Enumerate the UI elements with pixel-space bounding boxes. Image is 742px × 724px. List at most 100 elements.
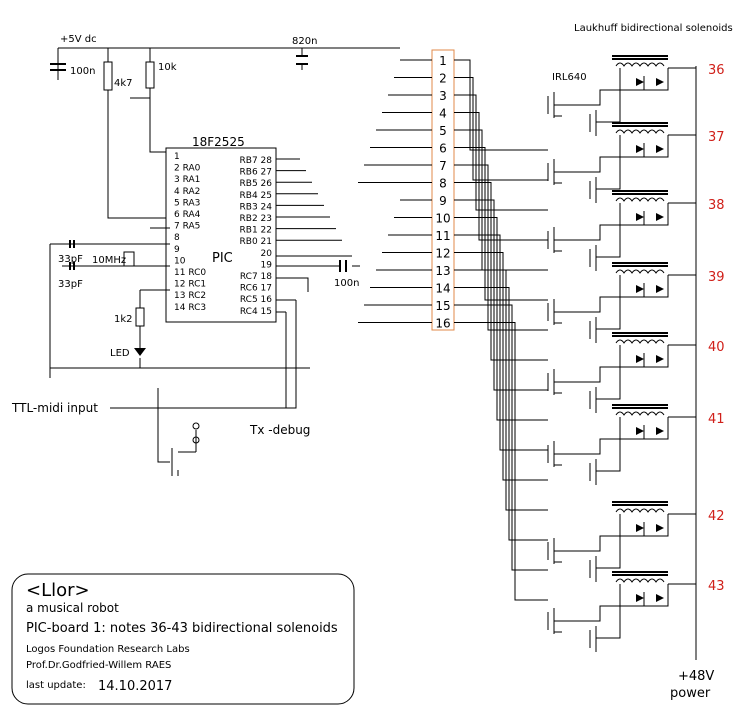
flyback-diodes xyxy=(636,355,664,363)
pic-part-number: 18F2525 xyxy=(192,135,245,149)
note-label: 36 xyxy=(708,63,725,78)
title-subtitle: a musical robot xyxy=(26,601,119,615)
flyback-diodes xyxy=(636,78,664,86)
mosfet-a xyxy=(547,156,620,185)
solenoid-channel: 38 xyxy=(547,190,725,271)
solenoid-coil xyxy=(615,411,665,416)
connector-output-wire xyxy=(454,287,548,541)
rc7-capacitor xyxy=(339,260,347,272)
power-voltage: +48V xyxy=(678,669,714,684)
pic-right-pin: RB7 28 xyxy=(240,156,273,166)
solenoid-core xyxy=(612,55,668,60)
flyback-diodes xyxy=(636,427,664,435)
solenoid-channel: 42 xyxy=(547,501,725,582)
connector-output-wire xyxy=(454,269,548,511)
flyback-diodes xyxy=(636,213,664,221)
connector-pin: 13 xyxy=(435,264,450,278)
resistor-10k-value: 10k xyxy=(158,62,177,73)
pic-left-pin: 5 RA3 xyxy=(174,198,200,208)
pic-left-pin: 2 RA0 xyxy=(174,164,201,174)
rc7-capacitor-wire xyxy=(276,255,360,267)
connector-pin: 14 xyxy=(435,282,450,296)
solenoid-wiring xyxy=(619,135,669,158)
connector-output-wire xyxy=(454,199,548,391)
mosfet-b xyxy=(589,157,621,203)
pic-right-pin: RC4 15 xyxy=(240,307,272,317)
mosfet-a xyxy=(547,366,620,395)
resistor-1k2-value: 1k2 xyxy=(114,314,133,325)
solenoid-channel: 43 xyxy=(547,571,725,652)
connector-output-wire xyxy=(454,217,548,421)
debug-wire xyxy=(276,311,287,408)
solenoid-coil xyxy=(615,62,665,67)
resistor-4k7 xyxy=(103,61,113,91)
mosfet-a xyxy=(547,438,620,467)
supply-capacitor-value: 100n xyxy=(70,66,95,77)
crystal xyxy=(123,251,135,267)
mosfet-a xyxy=(547,224,620,253)
pic-chip xyxy=(165,147,277,323)
pic-left-pin: 8 xyxy=(174,233,180,243)
note-label: 37 xyxy=(708,130,725,145)
mosfet-b xyxy=(589,536,621,582)
pic-right-pin: RB2 23 xyxy=(240,214,272,224)
solenoid-core xyxy=(612,571,668,576)
solenoid-header: Laukhuff bidirectional solenoids xyxy=(574,23,733,34)
connector-pin: 1 xyxy=(439,54,447,68)
resistor-4k7-value: 4k7 xyxy=(114,78,133,89)
solenoid-core xyxy=(612,122,668,127)
title-board: PIC-board 1: notes 36-43 bidirectional s… xyxy=(26,621,338,636)
connector-output-wire xyxy=(454,147,548,301)
top-capacitor-value: 820n xyxy=(292,36,317,47)
solenoid-wiring xyxy=(619,514,669,537)
pic-left-pin: 9 xyxy=(174,245,180,255)
title-org: Logos Foundation Research Labs xyxy=(26,644,190,655)
solenoid-channel: 37 xyxy=(547,122,725,203)
mosfet-a xyxy=(547,89,620,118)
pic-name: PIC xyxy=(212,251,233,266)
title-update-date: 14.10.2017 xyxy=(98,679,172,694)
pic-right-pin: RB0 21 xyxy=(240,237,272,247)
connector-output-wire xyxy=(454,77,548,181)
solenoid-wiring xyxy=(619,203,669,226)
pic-right-pin: RB4 25 xyxy=(240,191,272,201)
pic-left-pin: 7 RA5 xyxy=(174,222,200,232)
midi-transistor xyxy=(157,388,197,476)
connector-pin: 7 xyxy=(439,159,447,173)
midi-jumper-b xyxy=(192,436,200,444)
connector-output-wire xyxy=(454,252,548,481)
solenoid-coil xyxy=(615,269,665,274)
crystal-wires xyxy=(49,227,170,378)
pic-right-pin: RC5 16 xyxy=(240,295,272,305)
mosfet-b xyxy=(589,297,621,343)
pic-right-pin: 19 xyxy=(261,260,273,270)
pic-right-pin: RB1 22 xyxy=(240,226,272,236)
pic-right-pin: RC6 17 xyxy=(240,284,272,294)
connector-pin: 11 xyxy=(435,229,450,243)
note-label: 38 xyxy=(708,198,725,213)
top-capacitor xyxy=(296,48,308,70)
solenoid-coil xyxy=(615,197,665,202)
connector-output-wire xyxy=(454,234,548,451)
connector-16-pin xyxy=(431,49,455,331)
crystal-capacitors xyxy=(69,240,75,270)
solenoid-wiring xyxy=(619,417,669,440)
pic-left-pin: 11 RC0 xyxy=(174,268,206,278)
connector-output-wire xyxy=(454,94,548,211)
cap-a-value: 33pF xyxy=(58,254,83,265)
title-update-label: last update: xyxy=(26,680,86,691)
midi-input-label: TTL-midi input xyxy=(11,401,98,415)
pic-left-pin: 10 xyxy=(174,256,186,266)
solenoid-coil xyxy=(615,339,665,344)
title-block xyxy=(11,573,355,705)
connector-pin: 2 xyxy=(439,72,447,86)
led-symbol xyxy=(134,348,146,356)
debug-label: Tx -debug xyxy=(249,423,310,437)
title-author: Prof.Dr.Godfried-Willem RAES xyxy=(26,660,171,671)
solenoid-wiring xyxy=(619,68,669,91)
pic-left-pin: 6 RA4 xyxy=(174,210,201,220)
